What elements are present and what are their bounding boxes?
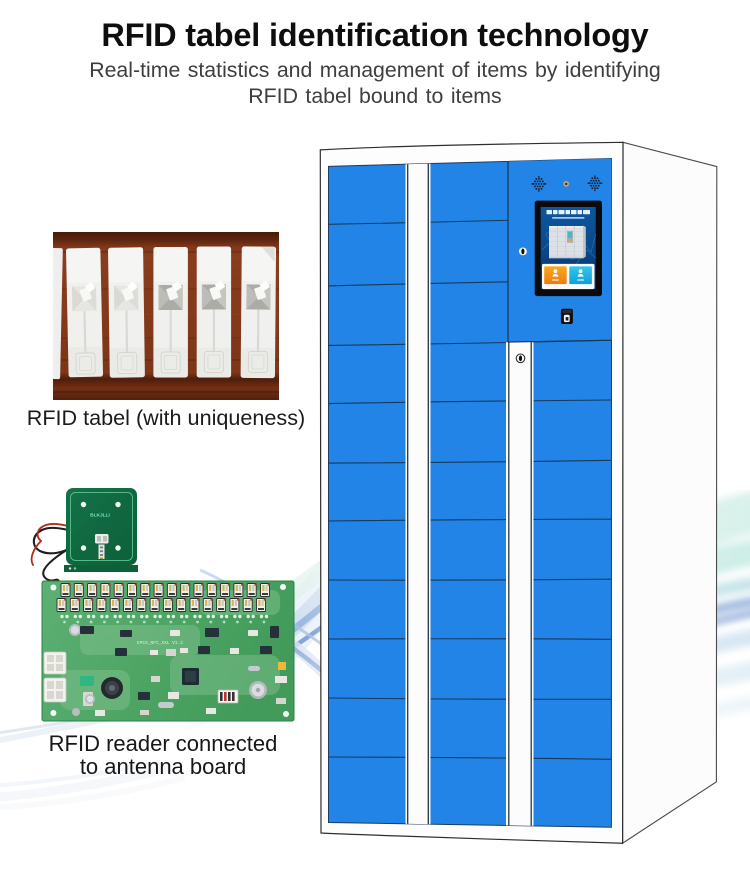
svg-text:BLKJLLI: BLKJLLI xyxy=(90,513,110,519)
svg-text:EPCS_NFC_XXL V1.2: EPCS_NFC_XXL V1.2 xyxy=(137,640,183,646)
